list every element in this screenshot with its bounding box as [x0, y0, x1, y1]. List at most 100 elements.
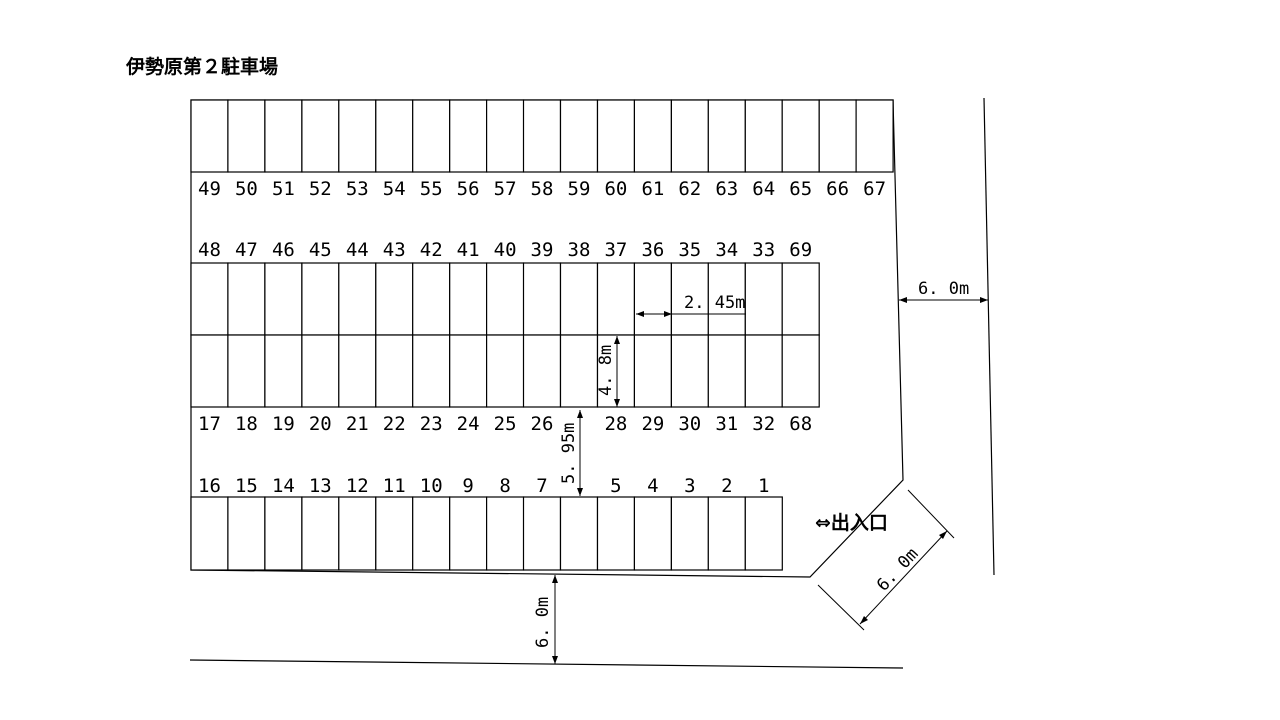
parking-bay-top: [670, 99, 710, 173]
stall-number: 38: [568, 239, 591, 261]
parking-bay-middle-lower: [190, 334, 229, 408]
parking-bay-top: [375, 99, 414, 173]
stall-number: 7: [536, 475, 547, 497]
parking-bay-middle-lower: [522, 334, 562, 408]
entrance-label: ⇔出入口: [815, 511, 888, 534]
stall-number: 69: [789, 239, 812, 261]
stall-number: 4: [647, 475, 658, 497]
stall-number: 20: [309, 413, 332, 435]
stall-number: 52: [309, 178, 332, 200]
parking-bay-top: [449, 99, 488, 173]
stall-number: 21: [346, 413, 369, 435]
parking-bay-middle-lower: [559, 334, 599, 408]
stall-number: 22: [383, 413, 406, 435]
parking-bay-top: [301, 99, 340, 173]
page-title: 伊勢原第２駐車場: [126, 56, 279, 78]
stall-number: 40: [494, 239, 517, 261]
stall-number: 32: [752, 413, 775, 435]
parking-bay-middle-upper: [190, 262, 229, 336]
stall-number: 53: [346, 178, 369, 200]
stall-number: 48: [198, 239, 221, 261]
parking-bay-middle-lower: [449, 334, 488, 408]
stall-number: 23: [420, 413, 443, 435]
stall-number: 45: [309, 239, 332, 261]
aisle-width-label: 5. 95m: [559, 423, 579, 484]
parking-bay-middle-lower: [744, 334, 783, 408]
parking-bay-middle-upper: [375, 262, 414, 336]
entrance-dimension: 6. 0m: [817, 489, 955, 631]
stall-depth-label: 4. 8m: [596, 345, 616, 396]
stall-number: 68: [789, 413, 812, 435]
parking-bay-middle-upper: [412, 262, 451, 336]
stall-width-label: 2. 45m: [684, 293, 745, 313]
parking-bay-middle-upper: [744, 262, 783, 336]
parking-bay-bottom: [486, 496, 525, 571]
parking-bay-middle-lower: [338, 334, 377, 408]
parking-bay-top: [744, 99, 783, 173]
stall-number: 66: [826, 178, 849, 200]
aisle-dimension: 5. 95m: [559, 410, 583, 496]
stall-number: 30: [678, 413, 701, 435]
stall-number: 25: [494, 413, 517, 435]
stall-number: 39: [531, 239, 554, 261]
parking-bay-middle-lower: [301, 334, 340, 408]
stall-number: 28: [604, 413, 627, 435]
stall-number: 26: [531, 413, 554, 435]
stall-number: 62: [678, 178, 701, 200]
stall-number: 43: [383, 239, 406, 261]
parking-bay-middle-upper: [633, 262, 673, 336]
stall-number: 42: [420, 239, 443, 261]
parking-bays: [190, 99, 894, 571]
parking-bay-middle-lower: [596, 334, 636, 408]
stall-number: 16: [198, 475, 221, 497]
parking-bay-middle-lower: [264, 334, 303, 408]
stall-number: 46: [272, 239, 295, 261]
parking-bay-middle-lower: [633, 334, 673, 408]
parking-bay-top: [338, 99, 377, 173]
parking-bay-bottom: [227, 496, 266, 571]
parking-bay-bottom: [707, 496, 746, 571]
stall-number: 18: [235, 413, 258, 435]
stall-number: 1: [758, 475, 769, 497]
stall-number: 5: [610, 475, 621, 497]
parking-bay-top: [486, 99, 525, 173]
stall-number: 11: [383, 475, 406, 497]
stall-number: 64: [752, 178, 775, 200]
stall-number: 63: [715, 178, 738, 200]
parking-bay-top: [781, 99, 820, 173]
parking-bay-bottom: [301, 496, 340, 571]
stall-number: 47: [235, 239, 258, 261]
parking-bay-top: [818, 99, 857, 173]
parking-bay-bottom: [190, 496, 229, 571]
parking-bay-bottom: [522, 496, 562, 571]
stall-number: 17: [198, 413, 221, 435]
stall-depth-dimension: 4. 8m: [596, 336, 620, 407]
parking-bay-bottom: [412, 496, 451, 571]
parking-bay-top: [522, 99, 562, 173]
parking-bay-bottom: [670, 496, 710, 571]
stall-number: 44: [346, 239, 369, 261]
parking-bay-bottom: [449, 496, 488, 571]
parking-bay-middle-lower: [486, 334, 525, 408]
parking-bay-top: [190, 99, 229, 173]
stall-number: 49: [198, 178, 221, 200]
stall-number: 15: [235, 475, 258, 497]
bottom-road-edge: [189, 659, 904, 669]
parking-bay-middle-lower: [781, 334, 820, 408]
parking-bay-top: [633, 99, 673, 173]
stall-number: 19: [272, 413, 295, 435]
parking-bay-middle-upper: [449, 262, 488, 336]
bottom-road-label: 6. 0m: [533, 597, 553, 648]
right-road-label: 6. 0m: [918, 279, 969, 299]
stall-width-dimension: 2. 45m: [636, 293, 746, 317]
stall-number: 41: [457, 239, 480, 261]
stall-number: 65: [789, 178, 812, 200]
parking-bay-middle-upper: [264, 262, 303, 336]
stall-number: 10: [420, 475, 443, 497]
stall-number: 34: [715, 239, 738, 261]
stall-number: 61: [641, 178, 664, 200]
stall-number: 33: [752, 239, 775, 261]
stall-number: 50: [235, 178, 258, 200]
